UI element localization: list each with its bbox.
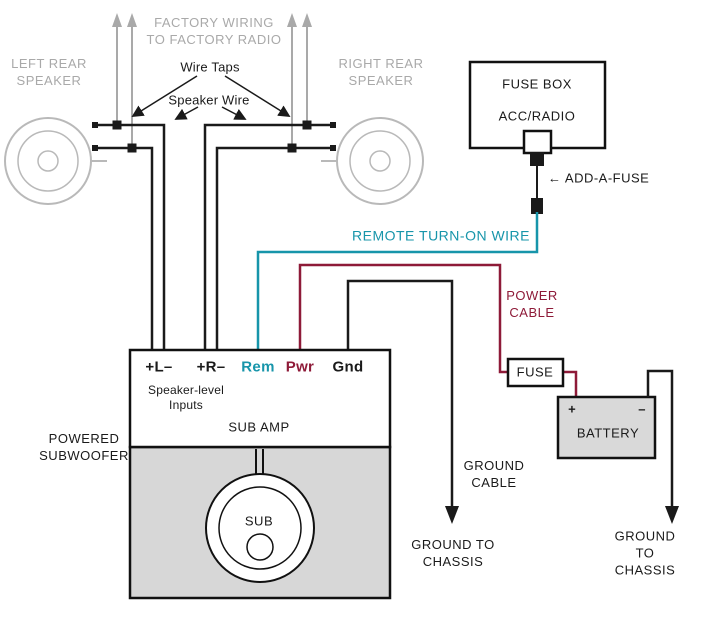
add-a-fuse-holder xyxy=(531,198,543,214)
right-rear-speaker-label: RIGHT REAR SPEAKER xyxy=(338,56,424,88)
ground-cable-label: GROUND CABLE xyxy=(463,458,525,490)
fuse-box-label: FUSE BOX xyxy=(502,76,572,92)
factory-wiring-label: FACTORY WIRING TO FACTORY RADIO xyxy=(146,15,282,47)
battery-box xyxy=(556,395,657,460)
power-cable-wire xyxy=(298,263,578,397)
amp-terminal-rem: Rem xyxy=(241,358,275,376)
acc-radio-connector-pin xyxy=(530,152,544,166)
battery-minus-terminal: – xyxy=(638,401,646,417)
sub-driver-icon xyxy=(205,449,315,583)
speaker-wire-label: Speaker Wire xyxy=(168,92,250,108)
amp-terminal-left: +L– xyxy=(145,358,173,376)
label-pointer-arrows xyxy=(131,75,291,120)
ground-arrowheads xyxy=(445,506,679,524)
wire-tap-connectors xyxy=(92,120,336,153)
battery-plus-terminal: + xyxy=(568,401,576,417)
powered-subwoofer-label: POWERED SUBWOOFER xyxy=(39,431,129,463)
remote-turn-on-wire xyxy=(256,212,539,351)
inline-fuse-box xyxy=(506,357,565,388)
sub-amp-label: SUB AMP xyxy=(228,419,290,435)
add-a-fuse-label: ← ADD-A-FUSE xyxy=(548,170,650,186)
fuse-label: FUSE xyxy=(516,364,554,380)
amp-terminal-right: +R– xyxy=(196,358,226,376)
speaker-level-inputs-label: Speaker-level Inputs xyxy=(148,383,224,412)
factory-wiring-arrowheads xyxy=(112,13,312,27)
acc-radio-label: ACC/RADIO xyxy=(498,108,576,124)
left-rear-speaker-label: LEFT REAR SPEAKER xyxy=(11,56,87,88)
sub-amp-box xyxy=(128,348,392,449)
right-rear-speaker-icon xyxy=(321,117,424,205)
power-cable-label: POWER CABLE xyxy=(506,288,558,320)
ground-wires xyxy=(346,279,674,508)
amp-terminal-pwr: Pwr xyxy=(285,358,315,376)
acc-radio-connector xyxy=(522,129,553,155)
ground-to-chassis-right-label: GROUND TO CHASSIS xyxy=(614,528,676,578)
battery-label: BATTERY xyxy=(576,425,640,441)
amp-terminal-gnd: Gnd xyxy=(332,358,364,376)
ground-to-chassis-left-label: GROUND TO CHASSIS xyxy=(411,537,495,569)
speaker-wires xyxy=(95,123,333,351)
wire-taps-label: Wire Taps xyxy=(180,59,240,75)
left-rear-speaker-icon xyxy=(4,117,107,205)
remote-turn-on-wire-label: REMOTE TURN-ON WIRE xyxy=(351,227,531,244)
sub-driver-label: SUB xyxy=(244,513,274,529)
